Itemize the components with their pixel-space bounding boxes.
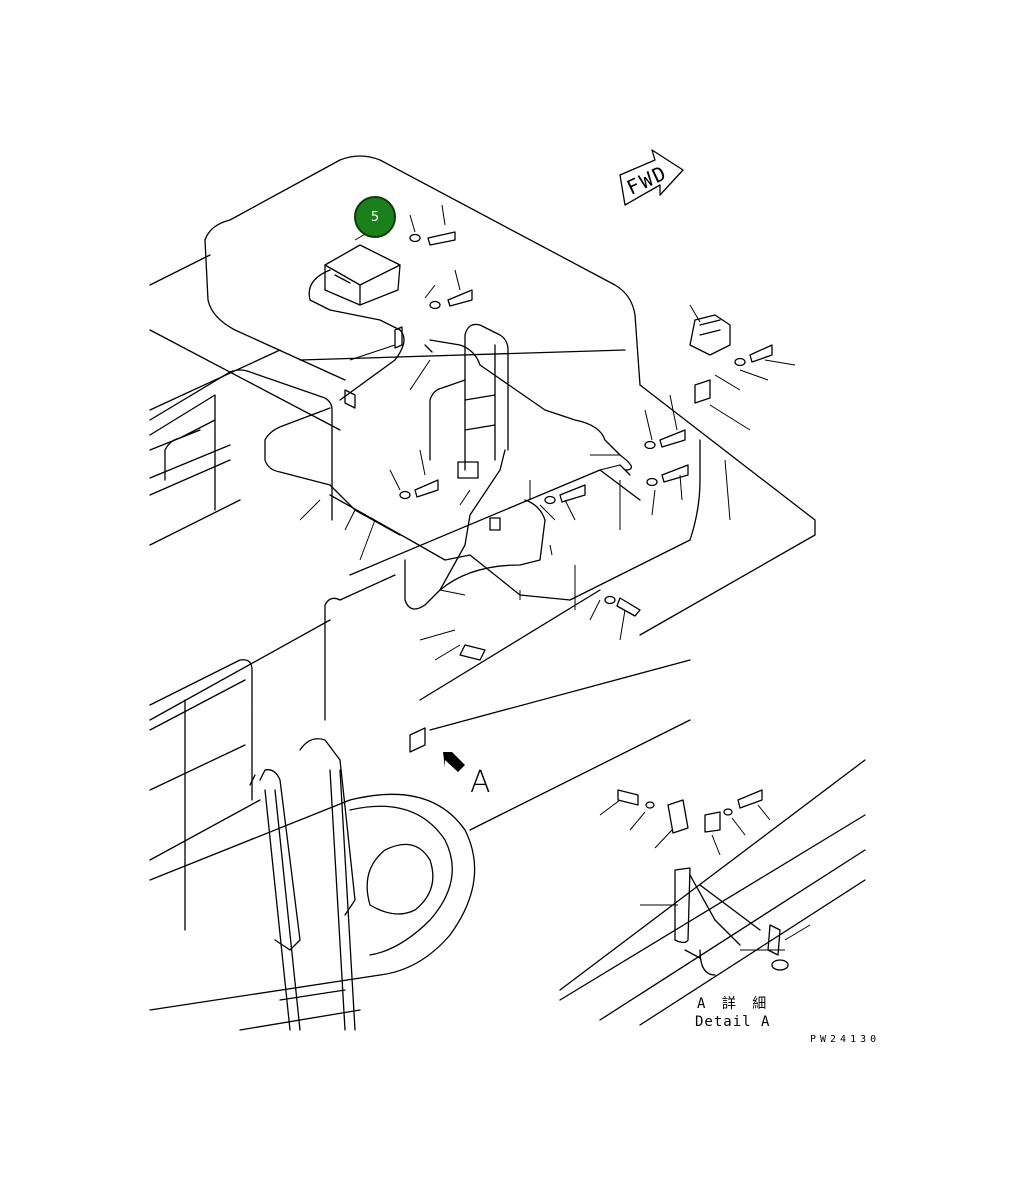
fwd-arrow-icon — [619, 149, 684, 206]
figure-code: PW24130 — [810, 1034, 881, 1045]
ladder — [239, 574, 396, 1031]
view-arrow-icon — [443, 752, 465, 772]
view-label-a: A — [470, 765, 491, 800]
leader-lines — [299, 204, 796, 661]
work-lamp — [324, 244, 401, 306]
rear-lamp — [689, 314, 731, 356]
detail-title-jp: A 詳 細 — [697, 996, 771, 1012]
detail-a-inset — [559, 759, 866, 1026]
bolts-washers — [399, 231, 773, 661]
clamps — [344, 326, 711, 753]
handrail-lower-left — [149, 659, 253, 931]
wire-harness — [308, 269, 701, 610]
track-roller — [149, 793, 476, 1011]
detail-leaders — [599, 799, 811, 951]
detail-title-en: Detail A — [695, 1014, 771, 1030]
handrail-left — [149, 369, 401, 536]
machine-body — [149, 155, 816, 861]
callout-5[interactable]: 5 — [354, 196, 396, 238]
center-ladder — [429, 323, 509, 471]
